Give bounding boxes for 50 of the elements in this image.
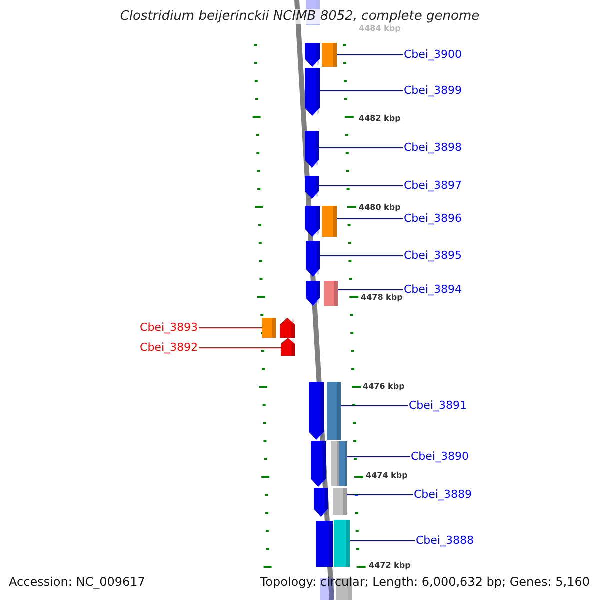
gene-label: Cbei_3890 — [411, 450, 469, 463]
gene-feature — [305, 131, 319, 168]
leader-line — [346, 456, 410, 458]
leader-line — [320, 90, 404, 92]
gene-label: Cbei_3894 — [404, 283, 462, 296]
gene-feature — [305, 206, 320, 237]
gene-label: Cbei_3900 — [404, 48, 462, 61]
gene-label: Cbei_3892 — [140, 341, 198, 354]
leader-line — [350, 540, 416, 542]
genome-title: Clostridium beijerinckii NCIMB 8052, complete genome — [120, 9, 480, 24]
scale-label: 4476 kbp — [363, 382, 405, 392]
gene-block — [322, 206, 337, 237]
leader-line — [346, 494, 414, 496]
gene-label: Cbei_3899 — [404, 84, 462, 97]
gene-block — [334, 520, 350, 567]
gene-feature — [314, 488, 328, 517]
leader-line — [336, 218, 404, 220]
gene-label: Cbei_3895 — [404, 249, 462, 262]
gene-feature — [309, 382, 324, 440]
gene-label: Cbei_3893 — [140, 321, 198, 334]
scale-label: 4478 kbp — [361, 293, 403, 303]
gene-feature — [305, 43, 320, 67]
gene-block — [262, 318, 276, 338]
gene-feature — [306, 241, 320, 277]
scale-label: 4484 kbp — [359, 24, 401, 34]
gene-feature — [281, 338, 295, 356]
gene-label: Cbei_3891 — [409, 399, 467, 412]
scale-label: 4482 kbp — [359, 114, 401, 124]
gene-label: Cbei_3897 — [404, 179, 462, 192]
scale-label: 4480 kbp — [359, 203, 401, 213]
gene-feature — [311, 441, 326, 487]
gene-label: Cbei_3888 — [416, 534, 474, 547]
gene-block — [331, 441, 339, 486]
gene-block — [339, 441, 347, 486]
gene-feature — [306, 281, 320, 306]
gene-feature — [305, 176, 319, 199]
gene-block — [322, 43, 337, 67]
gene-block — [316, 521, 333, 567]
gene-block — [324, 281, 338, 306]
gene-block — [327, 382, 341, 440]
scale-label: 4472 kbp — [369, 561, 411, 571]
leader-line — [336, 54, 404, 56]
scale-label: 4474 kbp — [366, 471, 408, 481]
gene-label: Cbei_3898 — [404, 141, 462, 154]
genome-summary-text: Topology: circular; Length: 6,000,632 bp; Genes: 5,160 — [260, 575, 590, 589]
gene-block — [333, 488, 347, 515]
gene-feature — [280, 318, 295, 338]
gene-label: Cbei_3889 — [414, 488, 472, 501]
gene-label: Cbei_3896 — [404, 212, 462, 225]
accession-text: Accession: NC_009617 — [9, 575, 146, 589]
